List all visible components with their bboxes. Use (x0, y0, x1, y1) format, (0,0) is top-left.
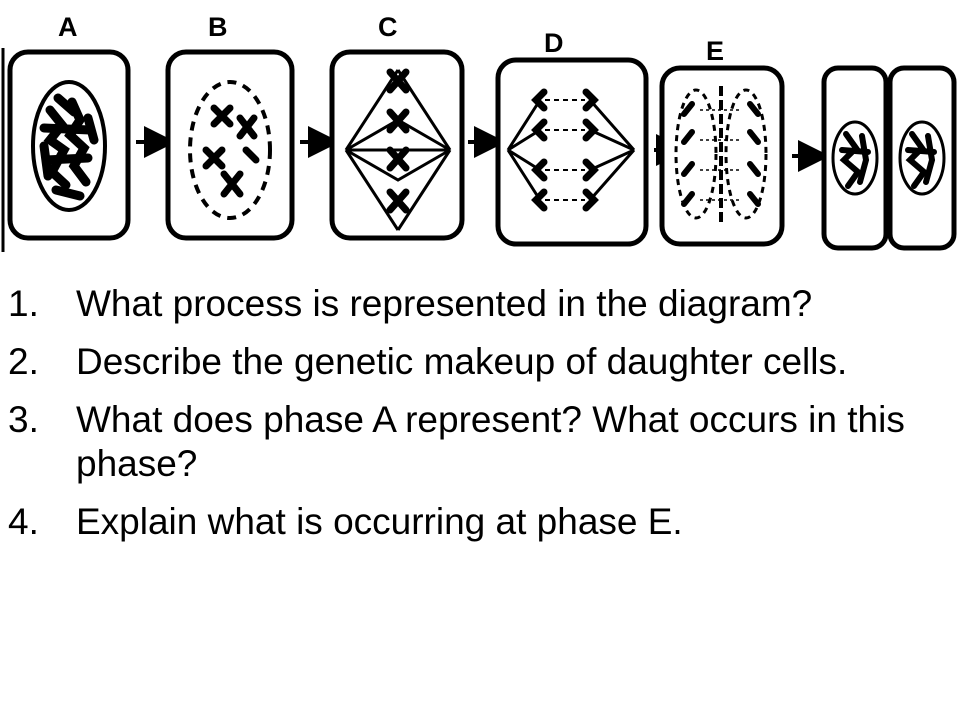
phase-label-a: A (58, 12, 78, 42)
question-item: 3. What does phase A represent? What occ… (0, 398, 950, 486)
question-text: Explain what is occurring at phase E. (76, 501, 683, 542)
condensed-chromosomes (202, 104, 260, 198)
phase-label-e: E (706, 36, 724, 66)
cell-c-metaphase (329, 49, 465, 241)
pole-connections (545, 99, 585, 201)
question-list: 1. What process is represented in the di… (0, 282, 950, 558)
question-number: 2. (8, 341, 39, 382)
phase-label-b: B (208, 12, 228, 42)
daughter-cell-right (887, 65, 957, 251)
mitosis-diagram: A B C D E (1, 12, 957, 252)
cell-b-prophase (165, 49, 295, 241)
cell-a-interphase (7, 49, 131, 241)
question-number: 4. (8, 501, 39, 542)
chromatin-mass (39, 93, 99, 201)
phase-label-c: C (378, 12, 398, 42)
question-number: 1. (8, 283, 39, 324)
cell-d-anaphase (495, 57, 649, 247)
spindle-fibers (506, 99, 636, 201)
question-item: 1. What process is represented in the di… (0, 282, 950, 326)
decondensing-chromosomes (681, 101, 761, 207)
question-item: 2. Describe the genetic makeup of daught… (0, 340, 950, 384)
daughter-cell-left (821, 65, 889, 251)
question-text: What does phase A represent? What occurs… (76, 399, 905, 484)
question-text: What process is represented in the diagr… (76, 283, 813, 324)
separating-chromatids (531, 88, 599, 212)
question-item: 4. Explain what is occurring at phase E. (0, 500, 950, 544)
aligned-chromosomes (386, 68, 410, 214)
question-text: Describe the genetic makeup of daughter … (76, 341, 848, 382)
cell-e-telophase (659, 65, 785, 247)
spindle-fibers (344, 69, 452, 231)
phase-label-d: D (544, 28, 564, 58)
spindle-remnants (700, 109, 742, 201)
question-number: 3. (8, 399, 39, 440)
